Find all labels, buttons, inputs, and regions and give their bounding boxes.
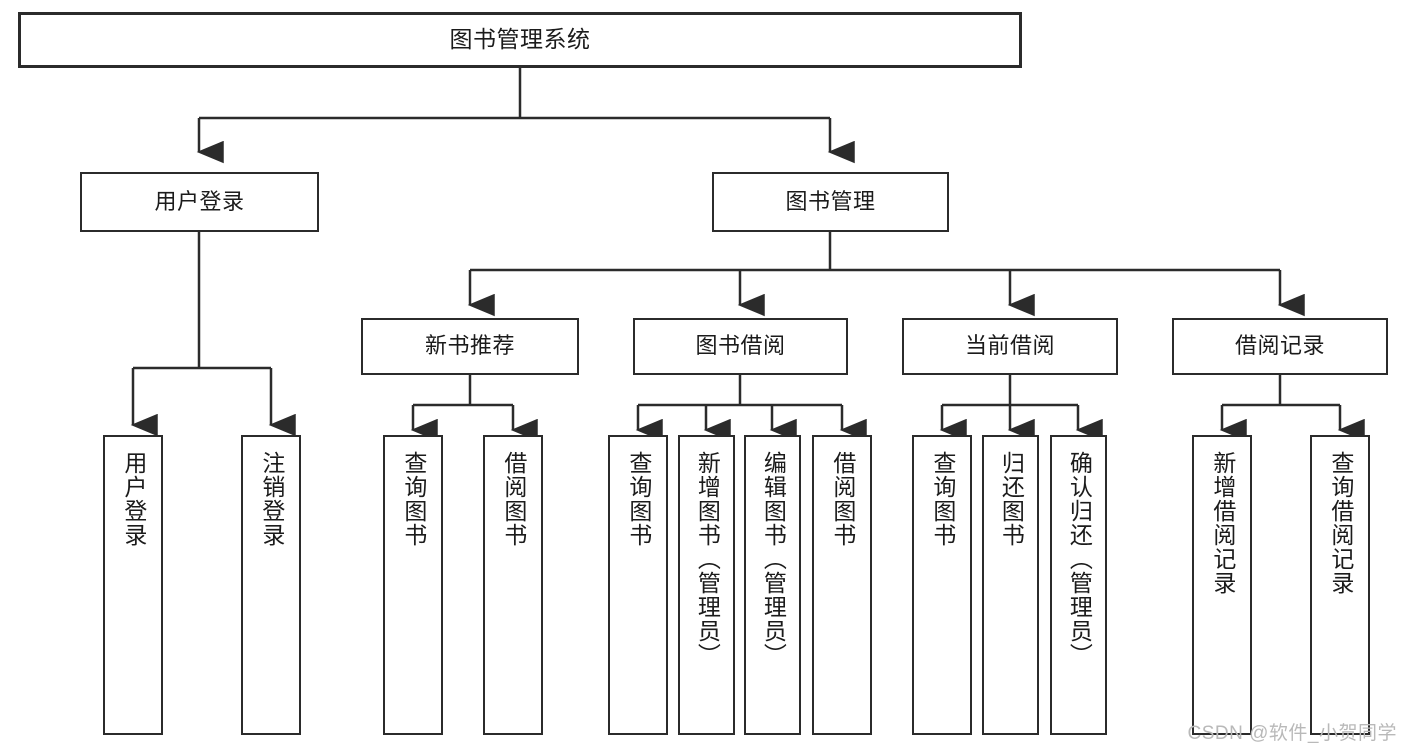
leaf-recommend-borrow-book-label: 借阅图书 (500, 451, 527, 547)
leaf-record-add-record[interactable]: 新增借阅记录 (1192, 435, 1252, 735)
leaf-borrow-add-book-label: 新增图书（管理员） (694, 451, 721, 667)
leaf-recommend-borrow-book[interactable]: 借阅图书 (483, 435, 543, 735)
leaf-borrow-add-book[interactable]: 新增图书（管理员） (678, 435, 735, 735)
leaf-current-query-book-label: 查询图书 (929, 451, 956, 547)
leaf-current-return-book[interactable]: 归还图书 (982, 435, 1039, 735)
leaf-current-return-book-label: 归还图书 (998, 451, 1025, 547)
node-borrow-record-label: 借阅记录 (1234, 333, 1325, 359)
node-current-borrow[interactable]: 当前借阅 (902, 318, 1118, 375)
node-book-borrow[interactable]: 图书借阅 (633, 318, 848, 375)
node-book-management-label: 图书管理 (785, 188, 876, 214)
node-user-login-label: 用户登录 (154, 188, 245, 214)
node-book-management[interactable]: 图书管理 (712, 172, 949, 232)
node-new-book-recommend[interactable]: 新书推荐 (361, 318, 579, 375)
leaf-current-confirm-return[interactable]: 确认归还（管理员） (1050, 435, 1107, 735)
leaf-user-login-logout-label: 注销登录 (258, 451, 285, 547)
leaf-borrow-edit-book-label: 编辑图书（管理员） (760, 451, 787, 667)
leaf-borrow-borrow-book[interactable]: 借阅图书 (812, 435, 872, 735)
watermark-text: CSDN @软件_小贺同学 (1187, 723, 1397, 744)
node-current-borrow-label: 当前借阅 (964, 333, 1055, 359)
leaf-user-login-login-label: 用户登录 (120, 451, 147, 547)
node-new-book-recommend-label: 新书推荐 (424, 333, 515, 359)
leaf-recommend-query-book-label: 查询图书 (400, 451, 427, 547)
leaf-borrow-query-book-label: 查询图书 (625, 451, 652, 547)
leaf-recommend-query-book[interactable]: 查询图书 (383, 435, 443, 735)
node-root-label: 图书管理系统 (449, 26, 591, 53)
leaf-record-add-record-label: 新增借阅记录 (1209, 451, 1236, 595)
leaf-user-login-logout[interactable]: 注销登录 (241, 435, 301, 735)
leaf-record-query-record-label: 查询借阅记录 (1327, 451, 1354, 595)
node-borrow-record[interactable]: 借阅记录 (1172, 318, 1388, 375)
leaf-user-login-login[interactable]: 用户登录 (103, 435, 163, 735)
node-user-login[interactable]: 用户登录 (80, 172, 319, 232)
leaf-current-confirm-return-label: 确认归还（管理员） (1066, 451, 1093, 667)
leaf-current-query-book[interactable]: 查询图书 (912, 435, 972, 735)
leaf-borrow-edit-book[interactable]: 编辑图书（管理员） (744, 435, 801, 735)
node-root[interactable]: 图书管理系统 (18, 12, 1022, 68)
leaf-borrow-borrow-book-label: 借阅图书 (829, 451, 856, 547)
node-book-borrow-label: 图书借阅 (695, 333, 786, 359)
leaf-record-query-record[interactable]: 查询借阅记录 (1310, 435, 1370, 735)
leaf-borrow-query-book[interactable]: 查询图书 (608, 435, 668, 735)
